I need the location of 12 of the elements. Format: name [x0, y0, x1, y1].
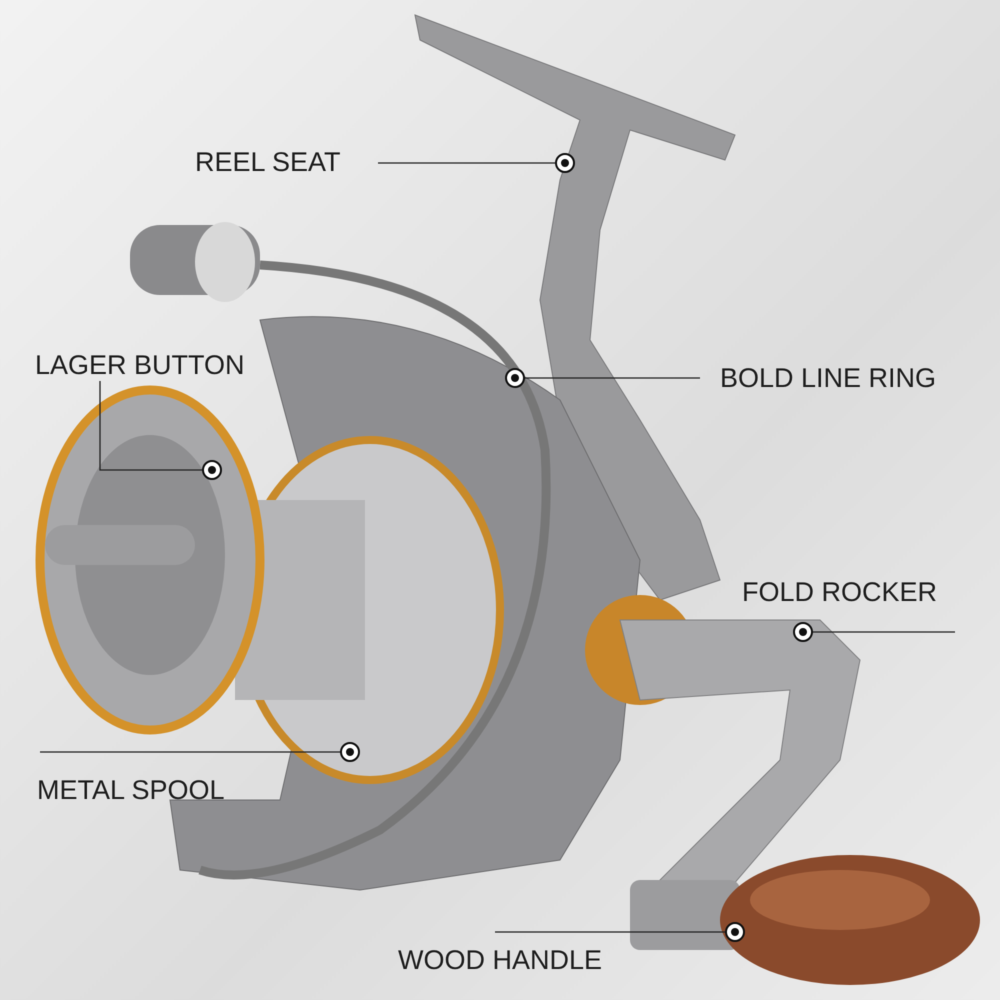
callout-label: REEL SEAT	[195, 146, 341, 178]
callout-label: BOLD LINE RING	[720, 362, 936, 394]
leader-line	[99, 381, 222, 480]
leader-line	[793, 622, 955, 642]
callout-label: LAGER BUTTON	[35, 349, 245, 381]
callout-label: FOLD ROCKER	[742, 576, 938, 608]
callout-label: WOOD HANDLE	[398, 944, 602, 976]
leader-line	[40, 742, 360, 762]
leader-line	[505, 368, 700, 388]
leader-line	[495, 922, 745, 942]
callout-label: METAL SPOOL	[37, 774, 225, 806]
leader-line	[378, 153, 575, 173]
